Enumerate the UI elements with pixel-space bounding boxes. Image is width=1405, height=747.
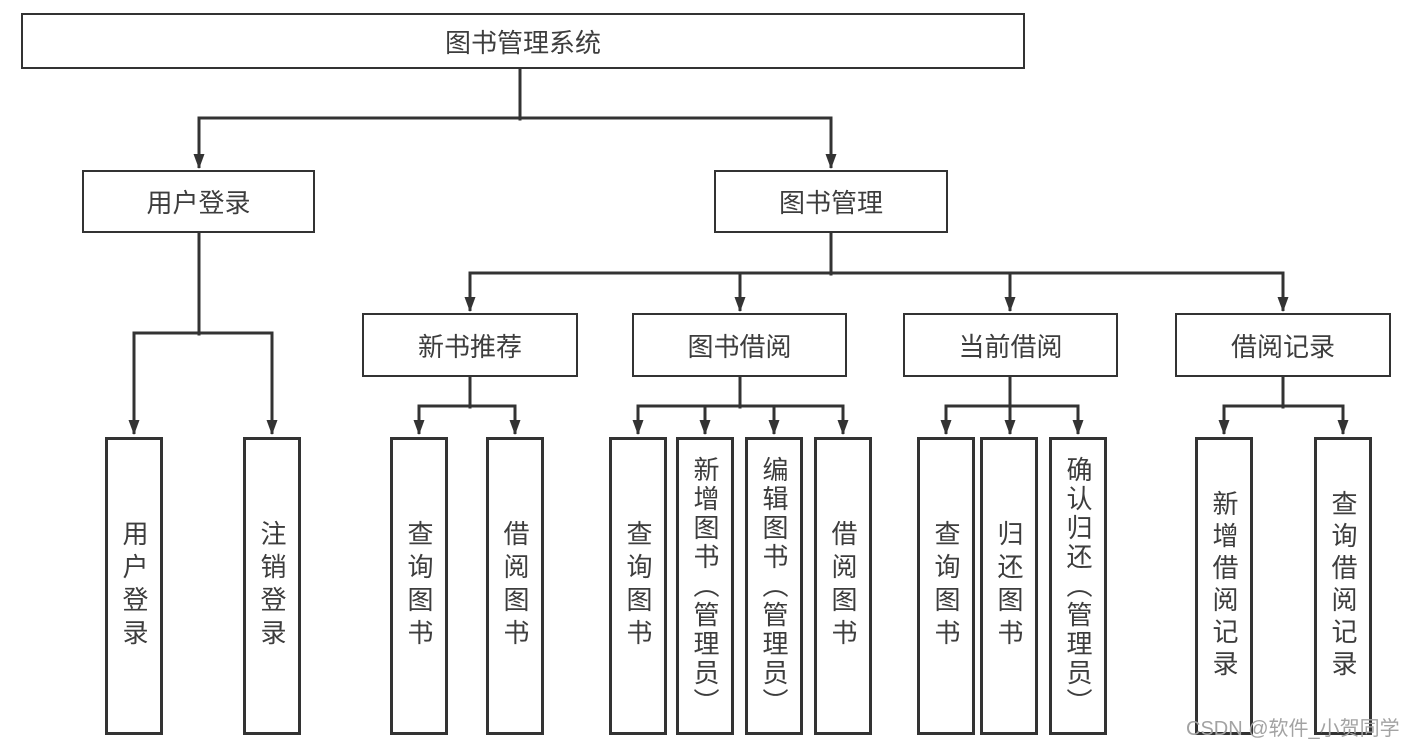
node-label: 借阅图书 — [828, 520, 858, 652]
node-confirm-return-admin: 确认归还（管理员） — [1049, 437, 1107, 735]
node-new-book-recommendation: 新书推荐 — [362, 313, 578, 377]
node-label: 图书借阅 — [687, 331, 792, 362]
node-borrow-books: 借阅图书 — [486, 437, 544, 735]
node-edit-books-admin: 编辑图书（管理员） — [745, 437, 803, 735]
edge-borrowing-records-children — [1218, 375, 1349, 435]
edge-user-login-children — [128, 231, 278, 435]
node-label: 新增图书（管理员） — [690, 455, 720, 717]
node-return-books: 归还图书 — [980, 437, 1038, 735]
edge-new-book-recommendation-children — [413, 375, 521, 435]
edge-current-borrowing-children — [940, 375, 1084, 435]
node-label: 新书推荐 — [417, 331, 522, 362]
node-label: 查询借阅记录 — [1328, 490, 1358, 682]
node-label: 用户登录 — [119, 520, 149, 652]
node-borrow-books: 借阅图书 — [814, 437, 872, 735]
node-label: 图书管理系统 — [444, 27, 601, 58]
node-label: 图书管理 — [778, 188, 883, 218]
node-user-login: 用户登录 — [82, 170, 315, 233]
node-add-borrow-record: 新增借阅记录 — [1195, 437, 1253, 735]
node-label: 查询图书 — [404, 520, 434, 652]
node-label: 新增借阅记录 — [1209, 490, 1239, 682]
node-query-books: 查询图书 — [917, 437, 975, 735]
node-label: 用户登录 — [146, 188, 251, 218]
node-book-management: 图书管理 — [714, 170, 948, 233]
node-query-borrow-record: 查询借阅记录 — [1314, 437, 1372, 735]
node-user-login-action: 用户登录 — [105, 437, 163, 735]
node-label: 注销登录 — [257, 520, 287, 652]
edge-book-management-children — [464, 231, 1289, 312]
node-label: 借阅图书 — [500, 520, 530, 652]
node-label: 归还图书 — [994, 520, 1024, 652]
node-library-management-system: 图书管理系统 — [21, 13, 1025, 69]
node-label: 查询图书 — [931, 520, 961, 652]
node-current-borrowing: 当前借阅 — [903, 313, 1118, 377]
node-borrowing-records: 借阅记录 — [1175, 313, 1391, 377]
node-label: 借阅记录 — [1230, 331, 1335, 362]
edge-book-borrowing-children — [632, 375, 849, 435]
node-query-books: 查询图书 — [390, 437, 448, 735]
csdn-watermark: CSDN @软件_小贺同学 — [1186, 718, 1400, 740]
node-label: 当前借阅 — [958, 331, 1063, 362]
edge-root-to-level2 — [193, 67, 837, 169]
node-query-books: 查询图书 — [609, 437, 667, 735]
node-book-borrowing: 图书借阅 — [632, 313, 847, 377]
node-label: 查询图书 — [623, 520, 653, 652]
node-logout-action: 注销登录 — [243, 437, 301, 735]
node-label: 确认归还（管理员） — [1063, 455, 1093, 717]
node-add-books-admin: 新增图书（管理员） — [676, 437, 734, 735]
node-label: 编辑图书（管理员） — [759, 455, 789, 717]
